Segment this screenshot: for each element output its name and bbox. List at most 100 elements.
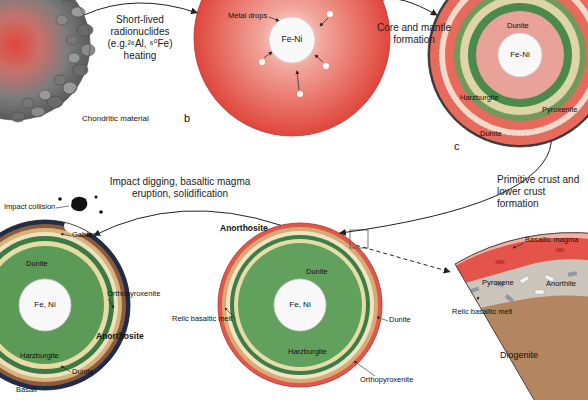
metal-drop [327, 11, 333, 17]
node-outline [194, 0, 390, 136]
mantle-melt [430, 0, 588, 145]
node-label: Fe-Ni [498, 33, 542, 77]
part-label: Dunite [26, 260, 48, 269]
part-label: Anorthite [546, 280, 576, 289]
differentiated-body [428, 0, 588, 147]
chondrite-body: Chondritic material [0, 0, 90, 120]
chondrule [77, 24, 93, 36]
metal-core [19, 279, 71, 331]
part-label: Basaltic magma [525, 236, 578, 245]
core: Fe-Ni [269, 17, 315, 63]
core: Fe-Ni [498, 33, 542, 77]
chondrule [63, 82, 77, 94]
harzburgite-layer [234, 239, 366, 371]
crust-section [440, 208, 588, 400]
metal-core [274, 279, 326, 331]
pyroxene-crystal [505, 294, 514, 303]
circle-outline [0, 220, 130, 390]
step-label: Core and mantle formation [368, 22, 460, 46]
debris [95, 196, 98, 199]
part-label: Impact collision [4, 203, 55, 212]
basaltic-melt [440, 208, 588, 290]
dunite-layer [0, 246, 104, 364]
part-label: Relic basaltic melt [452, 308, 512, 317]
anorthite-crystal [535, 290, 544, 294]
impactor [71, 197, 87, 211]
melt-pocket [495, 260, 505, 264]
step-label: Primitive crust and lower crust formatio… [497, 174, 587, 210]
node-outline [0, 220, 130, 390]
chondrule [71, 7, 85, 17]
crusted-body [218, 223, 388, 387]
orthopyroxenite-layer [226, 231, 374, 379]
orthopyroxenite-layer [0, 232, 118, 378]
chondrule [68, 53, 80, 63]
circle-outline [428, 0, 588, 147]
dunite-layer [230, 235, 370, 375]
part-label: Relic basaltic melt [172, 315, 232, 324]
leader-line [61, 366, 71, 372]
chondritic-body [0, 0, 95, 122]
inner-mantle [476, 11, 564, 99]
leader-line [61, 234, 71, 236]
part-label: Harzburgite [288, 348, 327, 357]
part-label: Dunite [306, 268, 328, 277]
debris [99, 210, 103, 214]
metal-core [498, 33, 542, 77]
dunite-layer [468, 3, 572, 107]
dunite-layer [454, 0, 586, 121]
process-arrow [84, 3, 198, 15]
primitive-crust [218, 223, 382, 387]
crust [428, 0, 588, 147]
chondrule [54, 75, 66, 85]
crusted-body: AnorthositeFe, Ni [218, 223, 382, 387]
core: Fe, Ni [19, 279, 71, 331]
pyroxenite-layer [439, 0, 588, 136]
chondrule [11, 112, 25, 122]
part-label: Dunite [389, 316, 411, 325]
circle-outline [0, 0, 90, 120]
metal-core [269, 17, 315, 63]
body-fill [194, 0, 390, 136]
metal-drop [323, 63, 329, 69]
part-label: Harzburgite [20, 352, 59, 361]
part-label: Dunite [72, 368, 94, 377]
process-arrow [382, 0, 437, 15]
node-label: Fe, Ni [274, 279, 326, 331]
sink-arrow [320, 18, 328, 26]
circle-outline [194, 0, 390, 136]
part-label: Dunite [507, 22, 529, 31]
dunite-layer [0, 236, 114, 374]
node-label: Fe, Ni [19, 279, 71, 331]
part-label: Orthopyroxenite [360, 376, 413, 385]
leader-line [108, 299, 114, 308]
mantle-melt [445, 0, 588, 130]
part-label: Harzburgite [460, 94, 499, 103]
step-label: Impact digging, basaltic magma eruption,… [92, 176, 268, 200]
process-arrow [356, 245, 450, 271]
node-label: Chondritic material [82, 114, 149, 123]
zoom-box [350, 230, 368, 248]
metal-drop [279, 19, 285, 25]
anorthite-crystal [520, 276, 530, 284]
node-outline [0, 0, 90, 120]
node-label: Anorthosite [220, 224, 268, 234]
dunite-layer [238, 243, 362, 367]
part-label: Pyroxenite [542, 106, 577, 115]
circle-outline [274, 279, 326, 331]
metal-drop [259, 59, 265, 65]
leader-line [377, 317, 388, 321]
chondrule [22, 98, 34, 108]
chondrule [66, 35, 78, 45]
chondrule [59, 0, 73, 1]
node-label: b [184, 112, 190, 125]
wedge-outline [455, 233, 588, 400]
chondrule [31, 107, 45, 117]
process-arrow [94, 211, 281, 236]
part-label: Basalt [16, 386, 37, 395]
metal-drop [297, 91, 303, 97]
harzburgite-layer [460, 0, 580, 115]
node-label: Fe-Ni [269, 17, 315, 63]
circle-outline [498, 33, 542, 77]
part-label: Pyroxene [482, 279, 514, 288]
